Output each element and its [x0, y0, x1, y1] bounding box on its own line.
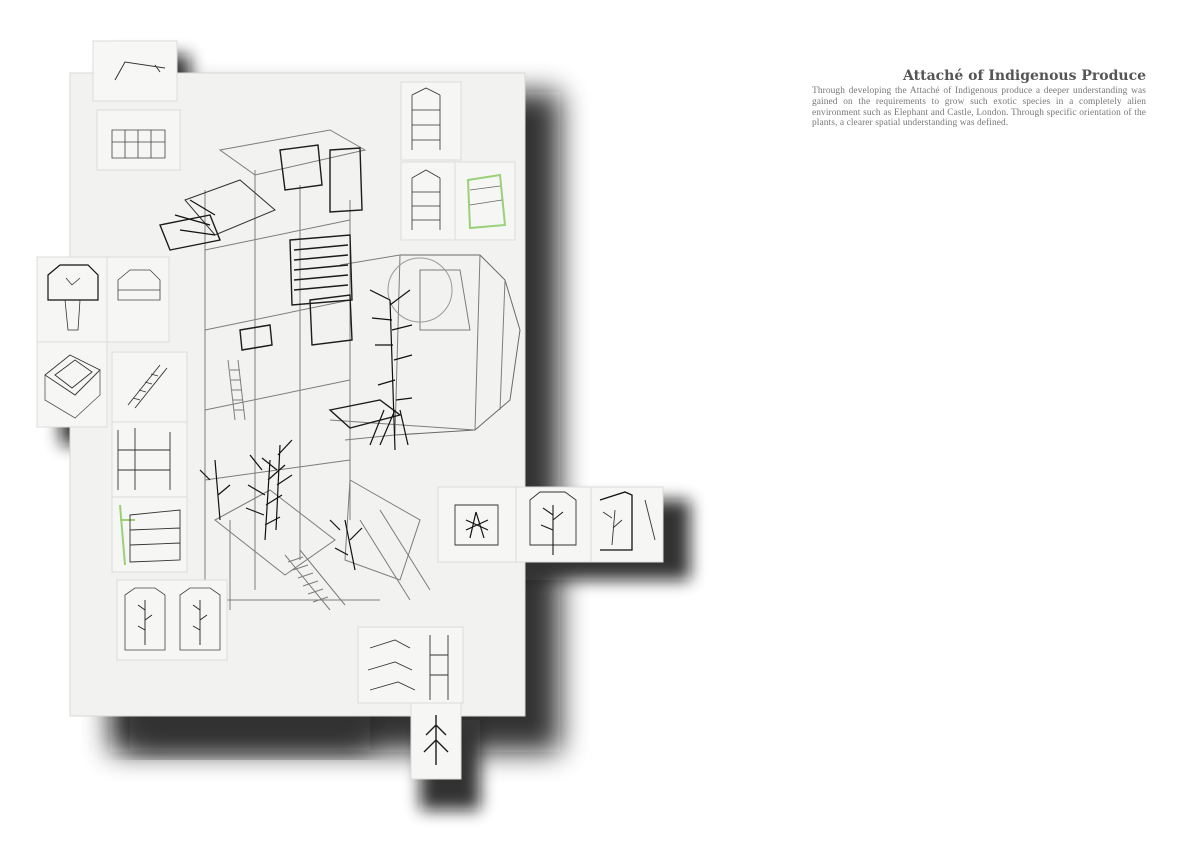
sketch-card-shelf-1 — [400, 81, 462, 161]
sketch-cards — [36, 40, 664, 780]
page-description: Through developing the Attaché of Indige… — [812, 86, 1146, 129]
sketch-card-plants-pair — [116, 579, 228, 661]
sketch-card-ladder — [111, 351, 188, 423]
isometric-drawing — [159, 129, 521, 611]
caption-block: Attaché of Indigenous Produce Through de… — [812, 68, 1146, 129]
sketch-card-shelf-2 — [400, 161, 462, 241]
sketch-card-right-3 — [590, 486, 664, 563]
sketch-card-right-2 — [515, 486, 592, 563]
sketch-card-racks — [96, 109, 181, 171]
sketch-card-left-2 — [106, 256, 170, 343]
page-title: Attaché of Indigenous Produce — [903, 68, 1146, 84]
sketch-card-left-3 — [36, 341, 108, 428]
sketch-card-green — [454, 161, 516, 241]
sketch-card-right-1 — [437, 486, 517, 563]
sketch-card-frame — [111, 421, 188, 498]
sketch-card-bottom-1 — [357, 626, 464, 704]
sketch-card-top-left — [92, 40, 178, 102]
sketch-card-green-rack — [111, 496, 188, 573]
sketch-card-left-1 — [36, 256, 108, 343]
sketch-card-hanging — [410, 702, 462, 780]
